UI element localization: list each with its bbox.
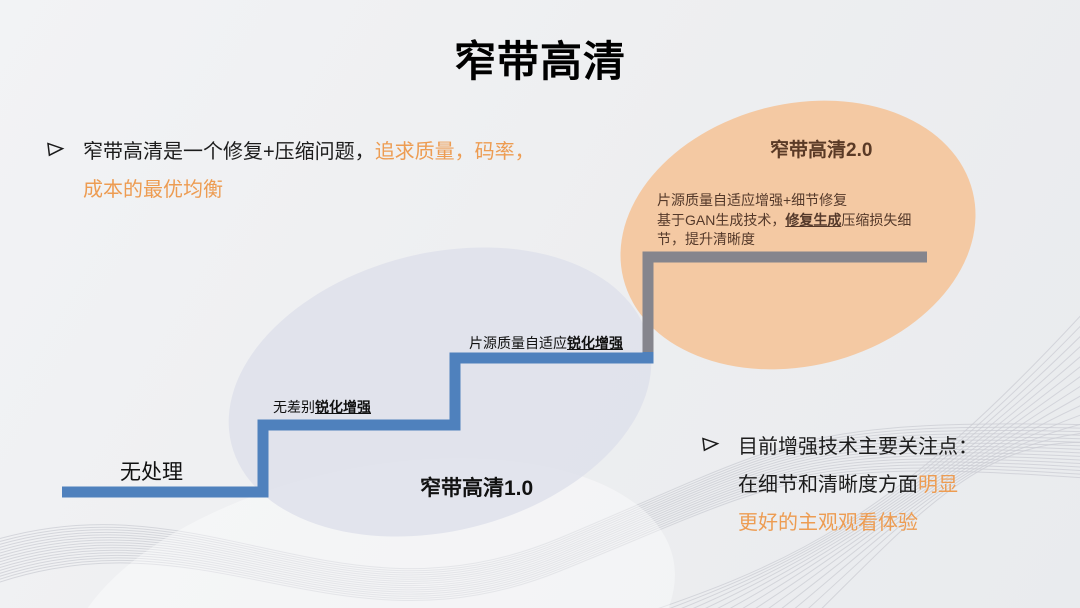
label-step2-bold: 锐化增强 — [567, 335, 623, 351]
bullet-right-line3: 更好的主观观看体验 — [738, 504, 978, 542]
bullet-right-line2-orange: 明显 — [918, 474, 958, 496]
bullet-right: 目前增强技术主要关注点： 在细节和清晰度方面明显 更好的主观观看体验 — [701, 428, 1061, 542]
bullet-left-line1-black: 窄带高清是一个修复+压缩问题， — [83, 141, 375, 163]
staircase-gray-step — [642, 251, 927, 352]
bullet-right-line1-black: 目前增强技术主要关注点： — [738, 436, 978, 458]
nbhd2-description: 片源质量自适应增强+细节修复 基于GAN生成技术，修复生成压缩损失细节，提升清晰… — [657, 191, 929, 250]
bullet-right-line2-black: 在细节和清晰度方面 — [738, 474, 918, 496]
arrow-bullet-icon — [46, 141, 67, 163]
label-nbhd-2-0: 窄带高清2.0 — [770, 140, 873, 161]
arrow-bullet-icon — [701, 436, 722, 458]
page-title: 窄带高清 — [453, 38, 626, 85]
label-step1-sharpen: 无差别锐化增强 — [273, 397, 371, 417]
nbhd2-line2-post: 压缩损失细节，提升清晰度 — [657, 211, 912, 248]
bullet-right-line1: 目前增强技术主要关注点： — [738, 428, 978, 466]
label-no-processing: 无处理 — [120, 461, 183, 484]
bullet-left-line1: 窄带高清是一个修复+压缩问题，追求质量，码率， — [83, 133, 535, 171]
nbhd2-line2-bold: 修复生成 — [785, 211, 842, 228]
bullet-left: 窄带高清是一个修复+压缩问题，追求质量，码率， 成本的最优均衡 — [46, 133, 606, 209]
label-step1-prefix: 无差别 — [273, 399, 315, 415]
bullet-left-line2-orange: 成本的最优均衡 — [83, 179, 223, 201]
nbhd2-description-line1: 片源质量自适应增强+细节修复 — [657, 192, 848, 208]
label-nbhd-1-0: 窄带高清1.0 — [420, 477, 534, 500]
bullet-right-line3-orange: 更好的主观观看体验 — [738, 512, 918, 534]
staircase-blue-steps — [62, 330, 654, 498]
bullet-right-line2: 在细节和清晰度方面明显 — [738, 466, 978, 504]
label-step2-adaptive-sharpen: 片源质量自适应锐化增强 — [469, 333, 623, 353]
bullet-left-line2: 成本的最优均衡 — [83, 171, 535, 209]
label-step2-prefix: 片源质量自适应 — [469, 335, 567, 351]
bullet-left-line1-orange: 追求质量，码率， — [374, 141, 535, 163]
nbhd2-description-line2: 基于GAN生成技术，修复生成压缩损失细节，提升清晰度 — [657, 211, 929, 250]
label-step1-bold: 锐化增强 — [315, 399, 371, 415]
nbhd2-line2-pre: 基于GAN生成技术， — [657, 211, 786, 228]
